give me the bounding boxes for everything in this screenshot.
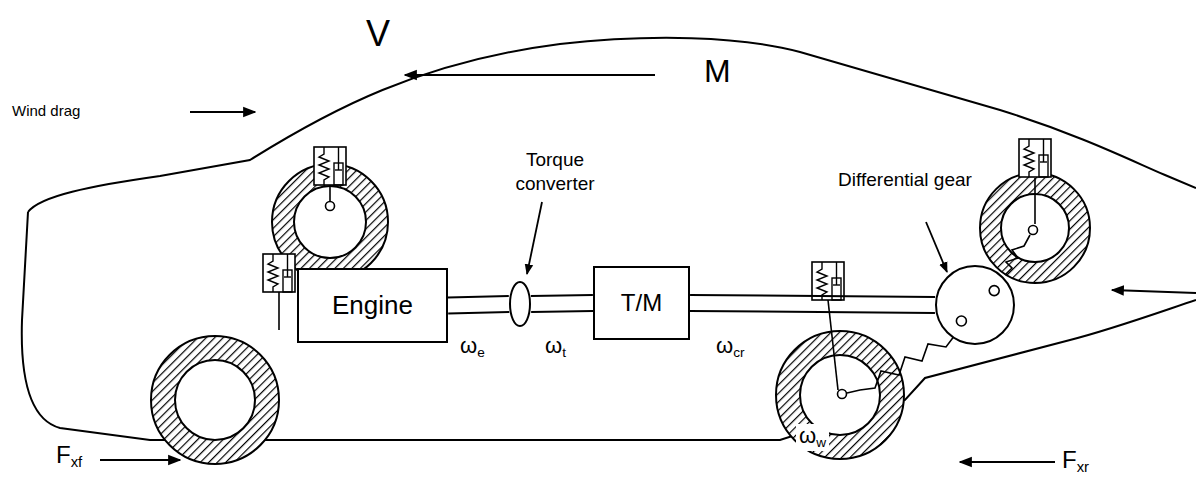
front-force-label: Fxf: [56, 442, 82, 468]
carrier-speed-label: ωcr: [716, 334, 745, 358]
shaft-line: [448, 296, 509, 298]
strut: [329, 184, 331, 202]
turbine-speed-label: ωt: [545, 334, 566, 358]
rear-force-arrow: [960, 461, 1055, 463]
shaft-line: [690, 295, 935, 297]
subscript: e: [477, 345, 485, 360]
hub: [326, 202, 335, 211]
subscript: w: [816, 435, 826, 450]
rim: [175, 360, 255, 440]
transmission-box: T/M: [593, 266, 690, 340]
near-front-wheel: [151, 254, 295, 464]
wheel-speed-label: ωw: [796, 424, 829, 451]
symbol: ω: [716, 333, 733, 358]
symbol: ω: [460, 333, 477, 358]
drive-shaft: [531, 295, 593, 312]
subscript: cr: [733, 345, 744, 360]
gear-pinion: [956, 316, 966, 326]
box-label: Engine: [332, 291, 413, 321]
subscript: t: [562, 345, 566, 360]
leader-arrow: [527, 202, 542, 274]
suspension-unit: [314, 147, 346, 185]
far-rear-wheel: [980, 139, 1090, 283]
differential-circle: [936, 266, 1014, 344]
torque-converter-outline: [509, 281, 531, 327]
suspension-unit: [1019, 139, 1051, 177]
front-force-arrow: [100, 459, 180, 461]
mass-label: M: [704, 54, 731, 89]
drive-shaft: [448, 296, 509, 313]
velocity-label: V: [366, 14, 390, 54]
shaft-line: [448, 312, 509, 314]
shaft-line: [531, 311, 593, 312]
part-heading: Torque converter: [496, 148, 614, 196]
subscript: xr: [1077, 459, 1089, 475]
hub: [838, 390, 847, 399]
strut: [828, 300, 838, 390]
near-rear-wheel: [776, 262, 904, 459]
differential-gear-outline: [935, 265, 1015, 345]
half-shaft-spring: [1005, 235, 1030, 275]
box-label: T/M: [621, 289, 662, 317]
hub: [1029, 226, 1038, 235]
car-body: [22, 38, 1196, 440]
engine-box: Engine: [297, 268, 448, 343]
velocity-arrow: [405, 74, 655, 76]
gear-pinion: [989, 286, 999, 296]
tire: [151, 336, 279, 464]
tire: [776, 331, 904, 459]
strut: [1034, 178, 1036, 224]
torque-converter: Torque converter: [509, 281, 531, 327]
tire: [980, 173, 1090, 283]
symbol: ω: [799, 423, 816, 448]
half-shaft-spring: [847, 335, 955, 393]
subscript: xf: [71, 454, 83, 470]
symbol: ω: [545, 333, 562, 358]
rear-force-label: Fxr: [1062, 447, 1089, 473]
symbol: F: [56, 441, 71, 468]
strut: [278, 292, 280, 330]
shaft-line: [690, 311, 935, 313]
force-arrows: [100, 75, 1196, 462]
engine-speed-label: ωe: [460, 334, 485, 358]
differential-gear: Differential gear: [935, 265, 1015, 345]
suspension-unit: [812, 262, 844, 300]
drive-shafts: [847, 235, 1030, 393]
shaft-line: [531, 295, 593, 296]
part-heading: Differential gear: [838, 168, 972, 192]
drive-shaft: [690, 295, 935, 313]
symbol: F: [1062, 446, 1077, 473]
wind-drag-label: Wind drag: [12, 103, 80, 120]
converter-ellipse: [510, 282, 530, 326]
rear-load-arrow: [1112, 290, 1196, 293]
leader-arrow: [926, 222, 947, 272]
wind-drag-arrow: [190, 111, 255, 113]
suspension-unit: [263, 254, 295, 292]
